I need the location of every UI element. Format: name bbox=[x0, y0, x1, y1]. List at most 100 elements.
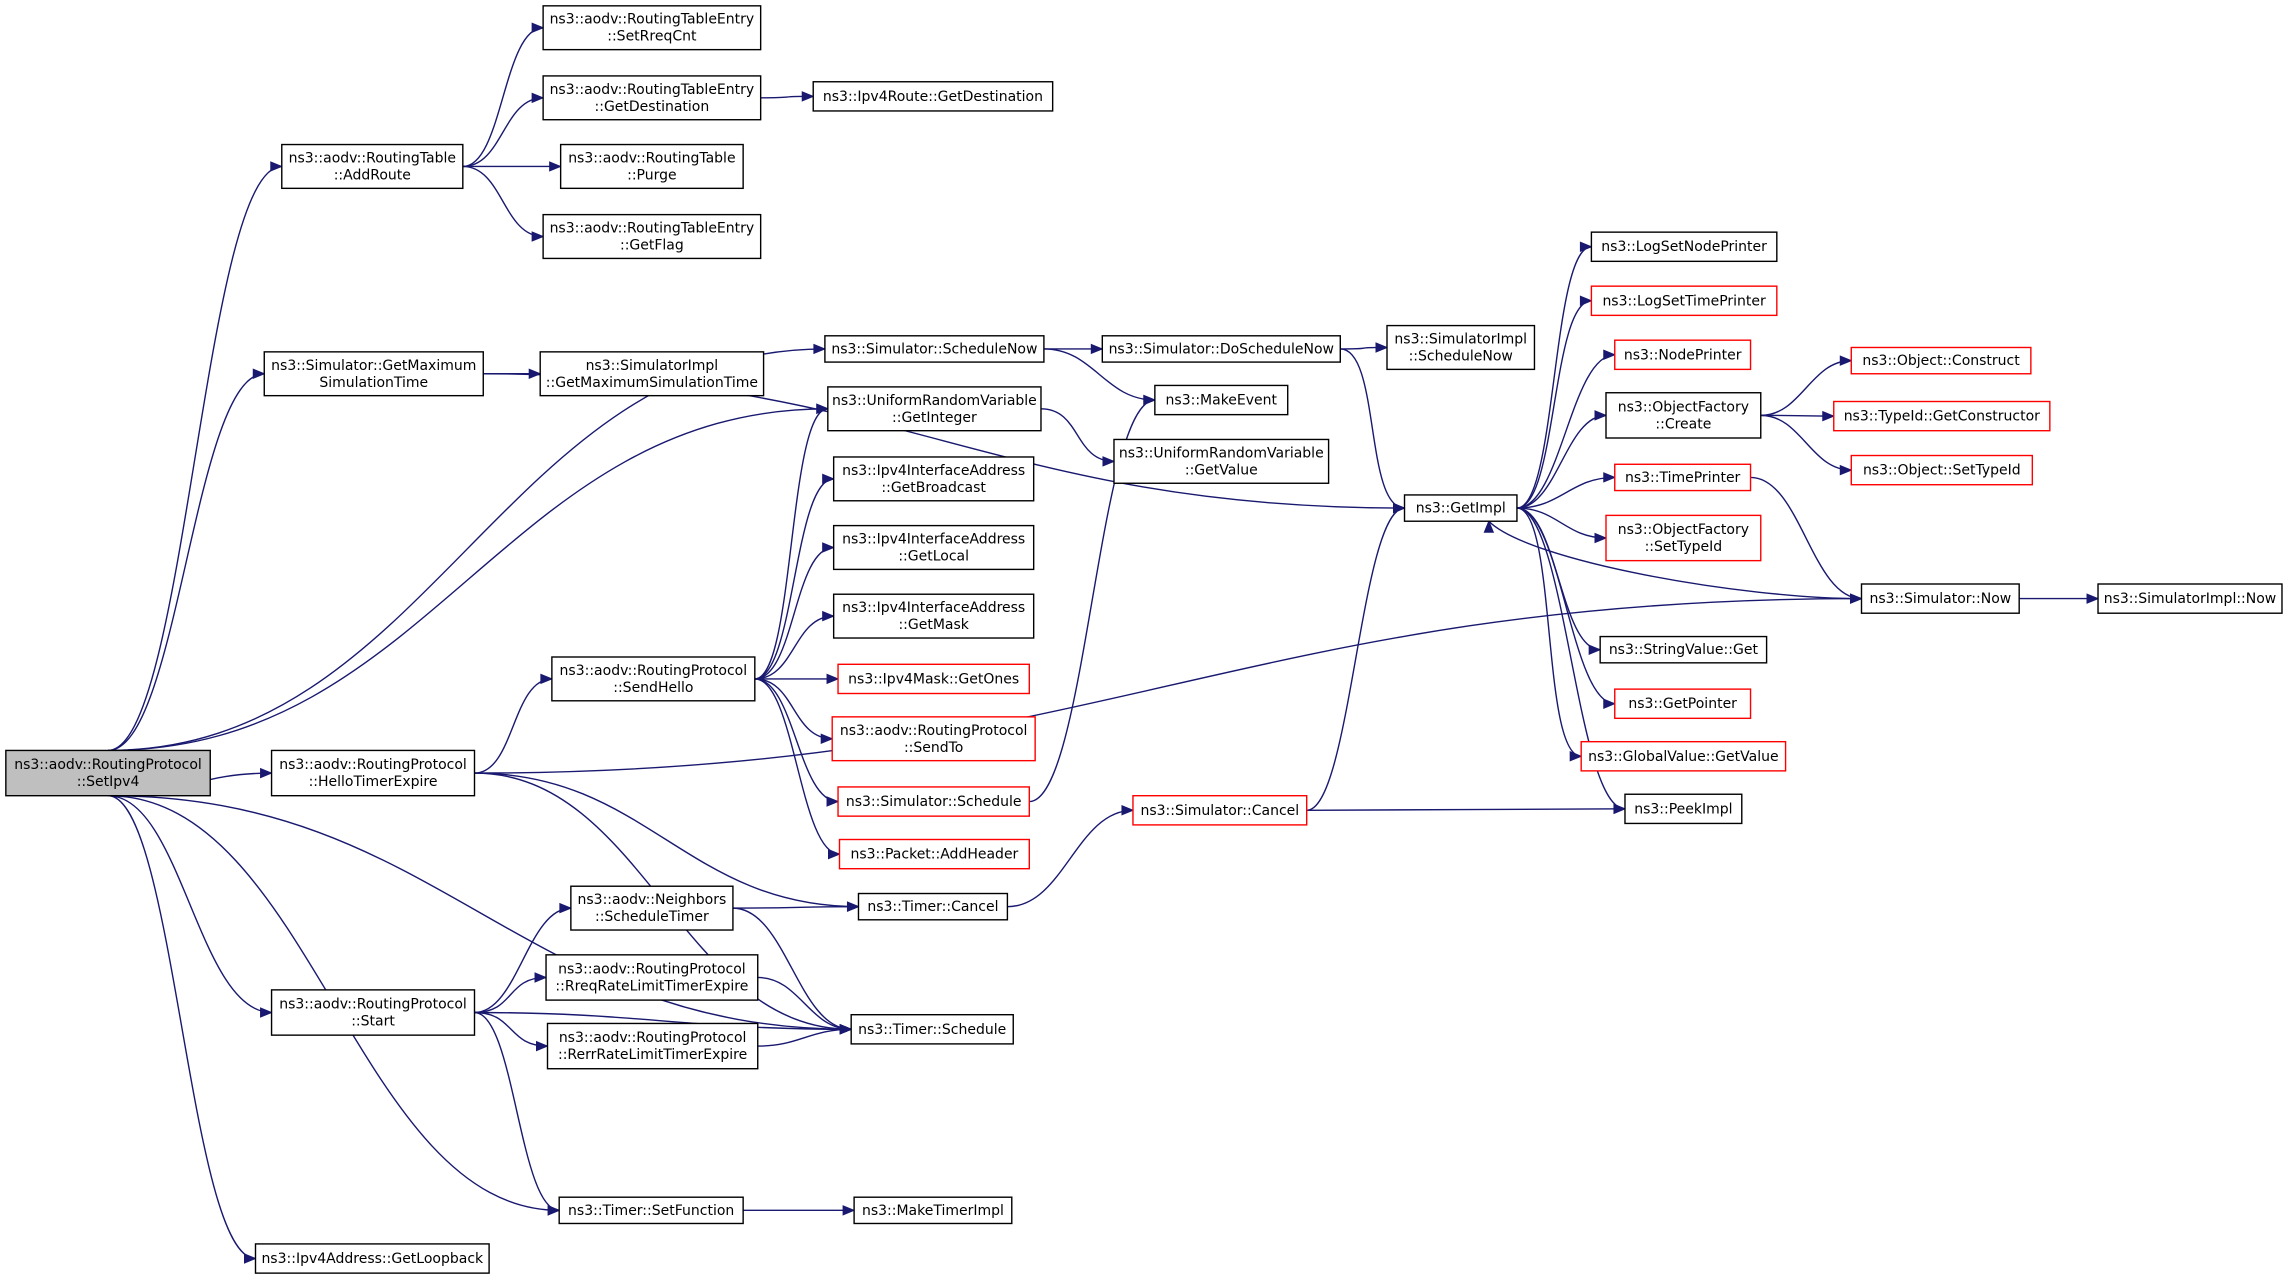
node-label: ns3::aodv::RoutingProtocol bbox=[840, 723, 1028, 739]
edge-getimpl-to-timeprinter bbox=[1516, 476, 1615, 509]
node-addheader[interactable]: ns3::Packet::AddHeader bbox=[838, 838, 1031, 870]
node-box bbox=[1386, 324, 1536, 371]
node-getlocal[interactable]: ns3::Ipv4InterfaceAddress::GetLocal bbox=[832, 524, 1035, 571]
node-scheduletimer[interactable]: ns3::aodv::Neighbors::ScheduleTimer bbox=[570, 885, 734, 931]
node-simschedule[interactable]: ns3::Simulator::Schedule bbox=[837, 786, 1030, 817]
node-nodeprinter[interactable]: ns3::NodePrinter bbox=[1614, 339, 1752, 371]
node-box bbox=[270, 989, 476, 1036]
node-root[interactable]: ns3::aodv::RoutingProtocol::SetIpv4 bbox=[5, 749, 211, 797]
node-label: ::RreqRateLimitTimerExpire bbox=[555, 978, 748, 994]
node-objfactorysettypeid[interactable]: ns3::ObjectFactory::SetTypeId bbox=[1605, 514, 1762, 562]
node-typeidgetconstructor[interactable]: ns3::TypeId::GetConstructor bbox=[1833, 400, 2051, 432]
node-box bbox=[824, 335, 1045, 363]
node-box bbox=[1154, 384, 1289, 416]
edge-getimpl-to-objfactorycreate bbox=[1516, 414, 1607, 509]
node-sendhello[interactable]: ns3::aodv::RoutingProtocol::SendHello bbox=[551, 656, 756, 702]
node-label: ::GetValue bbox=[1185, 462, 1258, 478]
node-getloopback[interactable]: ns3::Ipv4Address::GetLoopback bbox=[254, 1243, 490, 1274]
node-implschedulenow[interactable]: ns3::SimulatorImpl::ScheduleNow bbox=[1386, 324, 1536, 371]
edge-urvgetinteger-to-urvgetvalue bbox=[1040, 408, 1114, 463]
edge-root-to-urvgetinteger bbox=[108, 408, 828, 752]
node-label: ::GetMaximumSimulationTime bbox=[546, 375, 758, 391]
edge-root-to-getmaxsim bbox=[108, 373, 265, 752]
node-getimpl[interactable]: ns3::GetImpl bbox=[1403, 494, 1518, 522]
node-objsettypeid[interactable]: ns3::Object::SetTypeId bbox=[1850, 454, 2034, 486]
node-box bbox=[545, 954, 759, 1001]
node-label: ns3::aodv::RoutingProtocol bbox=[558, 961, 746, 977]
node-getdest[interactable]: ns3::aodv::RoutingTableEntry::GetDestina… bbox=[542, 75, 762, 121]
node-label: ns3::SimulatorImpl bbox=[1394, 331, 1527, 347]
node-timerschedule[interactable]: ns3::Timer::Schedule bbox=[850, 1014, 1014, 1045]
edge-scheduletimer-to-timerschedule bbox=[732, 907, 852, 1030]
node-hellotimerexpire[interactable]: ns3::aodv::RoutingProtocol::HelloTimerEx… bbox=[270, 749, 476, 797]
node-start[interactable]: ns3::aodv::RoutingProtocol::Start bbox=[270, 989, 476, 1036]
node-label: ::SendTo bbox=[904, 740, 963, 756]
node-getmaxsim[interactable]: ns3::Simulator::GetMaximumSimulationTime bbox=[263, 351, 484, 397]
node-simcancel[interactable]: ns3::Simulator::Cancel bbox=[1132, 795, 1308, 826]
node-label: ::GetDestination bbox=[595, 99, 710, 115]
edge-hellotimerexpire-to-sendhello bbox=[474, 678, 552, 774]
node-logsetnodeprinter[interactable]: ns3::LogSetNodePrinter bbox=[1590, 231, 1778, 263]
node-box bbox=[254, 1243, 490, 1274]
node-maketimerimpl[interactable]: ns3::MakeTimerImpl bbox=[853, 1196, 1013, 1225]
node-ipv4routegetdest[interactable]: ns3::Ipv4Route::GetDestination bbox=[812, 81, 1054, 112]
node-box bbox=[1605, 392, 1762, 439]
edge-arrowhead bbox=[531, 22, 545, 33]
edge-schedulenow-to-makeevent bbox=[1043, 348, 1155, 401]
node-timeprinter[interactable]: ns3::TimePrinter bbox=[1614, 463, 1752, 492]
edge-hellotimerexpire-to-simnow bbox=[474, 597, 1862, 774]
node-globalvaluegetvalue[interactable]: ns3::GlobalValue::GetValue bbox=[1580, 740, 1787, 772]
node-label: ns3::Ipv4InterfaceAddress bbox=[842, 532, 1025, 548]
node-label: ns3::TypeId::GetConstructor bbox=[1844, 409, 2040, 425]
node-setfunction[interactable]: ns3::Timer::SetFunction bbox=[558, 1196, 744, 1225]
edge-arrowhead bbox=[813, 343, 827, 355]
node-box bbox=[1614, 339, 1752, 371]
node-box bbox=[832, 524, 1035, 571]
node-addroute[interactable]: ns3::aodv::RoutingTable::AddRoute bbox=[281, 143, 464, 190]
node-logsettimeprinter[interactable]: ns3::LogSetTimePrinter bbox=[1590, 285, 1778, 317]
edge-arrowhead bbox=[1102, 456, 1116, 467]
node-timercancel[interactable]: ns3::Timer::Cancel bbox=[857, 892, 1009, 921]
node-box bbox=[850, 1014, 1014, 1045]
edge-arrowhead bbox=[549, 161, 562, 172]
edge-simcancel-to-peekimpl bbox=[1306, 808, 1625, 811]
node-objconstruct[interactable]: ns3::Object::Construct bbox=[1850, 346, 2032, 375]
node-doschedulenow[interactable]: ns3::Simulator::DoScheduleNow bbox=[1101, 335, 1341, 363]
edge-sendhello-to-urvgetinteger bbox=[754, 408, 828, 680]
node-box bbox=[1850, 454, 2034, 486]
node-simnow[interactable]: ns3::Simulator::Now bbox=[1860, 583, 2020, 614]
node-box bbox=[1113, 438, 1330, 484]
edge-arrowhead bbox=[826, 796, 840, 807]
node-label: ns3::Simulator::Now bbox=[1869, 591, 2011, 607]
node-sendto[interactable]: ns3::aodv::RoutingProtocol::SendTo bbox=[831, 716, 1036, 762]
node-getmask[interactable]: ns3::Ipv4InterfaceAddress::GetMask bbox=[832, 593, 1035, 639]
node-box bbox=[2097, 583, 2283, 614]
node-implnow[interactable]: ns3::SimulatorImpl::Now bbox=[2097, 583, 2283, 614]
node-getflag[interactable]: ns3::aodv::RoutingTableEntry::GetFlag bbox=[542, 213, 762, 260]
edge-arrowhead bbox=[1603, 472, 1617, 483]
edge-arrowhead bbox=[1613, 803, 1627, 815]
node-schedulenow[interactable]: ns3::Simulator::ScheduleNow bbox=[824, 335, 1045, 363]
node-makeevent[interactable]: ns3::MakeEvent bbox=[1154, 384, 1289, 416]
node-peekimpl[interactable]: ns3::PeekImpl bbox=[1624, 793, 1743, 825]
edge-arrowhead bbox=[1839, 355, 1853, 366]
node-getpointer[interactable]: ns3::GetPointer bbox=[1614, 688, 1752, 720]
edge-simschedule-to-makeevent bbox=[1029, 399, 1155, 803]
node-urvgetinteger[interactable]: ns3::UniformRandomVariable::GetInteger bbox=[827, 386, 1042, 432]
node-rreqrate[interactable]: ns3::aodv::RoutingProtocol::RreqRateLimi… bbox=[545, 954, 759, 1001]
node-rerrrate[interactable]: ns3::aodv::RoutingProtocol::RerrRateLimi… bbox=[546, 1022, 759, 1070]
node-urvgetvalue[interactable]: ns3::UniformRandomVariable::GetValue bbox=[1113, 438, 1330, 484]
edge-arrowhead bbox=[828, 848, 841, 860]
node-stringvalueget[interactable]: ns3::StringValue::Get bbox=[1599, 635, 1768, 664]
node-getbroadcast[interactable]: ns3::Ipv4InterfaceAddress::GetBroadcast bbox=[832, 456, 1035, 502]
edge-sendhello-to-addheader bbox=[754, 678, 840, 855]
node-purge[interactable]: ns3::aodv::RoutingTable::Purge bbox=[559, 143, 744, 190]
node-label: ::GetLocal bbox=[898, 549, 969, 565]
node-implgetmaxsim[interactable]: ns3::SimulatorImpl::GetMaximumSimulation… bbox=[539, 351, 765, 397]
edge-arrowhead bbox=[822, 610, 835, 622]
node-setreqcnt[interactable]: ns3::aodv::RoutingTableEntry::SetRreqCnt bbox=[542, 5, 762, 51]
node-getones[interactable]: ns3::Ipv4Mask::GetOnes bbox=[837, 663, 1030, 695]
edge-start-to-timerschedule bbox=[474, 1011, 852, 1030]
node-objfactorycreate[interactable]: ns3::ObjectFactory::Create bbox=[1605, 392, 1762, 439]
